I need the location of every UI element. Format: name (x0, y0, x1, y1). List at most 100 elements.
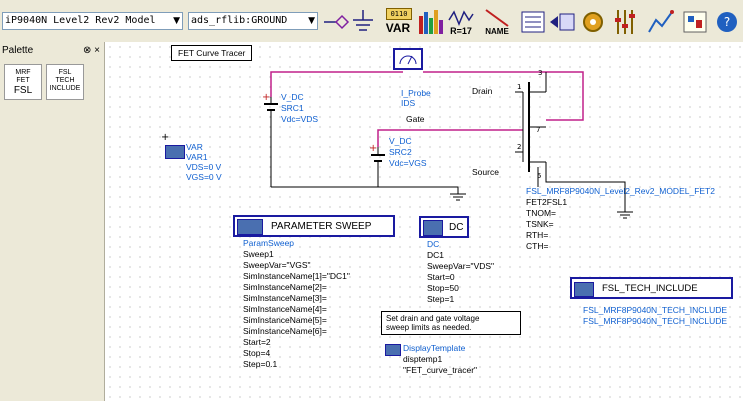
palette-item-line: TECH (55, 77, 75, 84)
sweep-line: SimInstanceName[5]= (243, 315, 327, 325)
src1-name: SRC1 (281, 103, 304, 113)
wire-icon (485, 9, 509, 27)
ammeter-icon (399, 55, 417, 65)
palette-item-line: MRF (15, 69, 31, 76)
palette-item-line: FSL (13, 85, 33, 96)
note-line: Set drain and gate voltage (386, 314, 480, 323)
tech-include-icon (574, 282, 594, 297)
src2-value: Vdc=VGS (389, 158, 427, 168)
var-vgs: VGS=0 V (186, 172, 222, 182)
dc-icon (423, 220, 443, 236)
var-name: VAR1 (186, 152, 208, 162)
simulate-gear-icon[interactable] (578, 6, 608, 38)
component-list-icon[interactable] (518, 6, 548, 38)
parameter-sweep-title: PARAMETER SWEEP (271, 221, 372, 232)
name-button[interactable]: NAME (480, 6, 514, 38)
sweep-line: SimInstanceName[4]= (243, 304, 327, 314)
palette-item-line: INCLUDE (49, 85, 81, 92)
note-line: sweep limits as needed. (386, 323, 472, 332)
dc-line: DC1 (427, 250, 445, 260)
source-label: Source (472, 167, 499, 177)
optimize-icon[interactable] (646, 6, 676, 38)
library-combo[interactable]: ads_rflib:GROUND ▼ (188, 12, 318, 30)
dc-line: Step=1 (427, 294, 455, 304)
drain-label: Drain (472, 86, 493, 96)
svg-text:3: 3 (538, 69, 542, 77)
var-top-label: 0110 (386, 8, 412, 20)
palette-item-fsl-tech-include[interactable]: FSL TECH INCLUDE (46, 64, 84, 100)
fet-instance: FET2FSL1 (526, 197, 568, 207)
sweep-line: ParamSweep (243, 238, 295, 248)
var-label: VAR (385, 21, 411, 35)
push-into-icon[interactable] (548, 6, 578, 38)
palette-item-line: FSL (58, 69, 72, 76)
fet-tsnk: TSNK= (526, 219, 554, 229)
fsl-tech-include-title: FSL_TECH_INCLUDE (602, 283, 698, 294)
svg-text:2: 2 (517, 143, 521, 151)
svg-text:+: + (161, 132, 169, 143)
r17-button[interactable]: R=17 (446, 6, 476, 38)
terminal-icon[interactable] (322, 6, 352, 38)
dc-line: Start=0 (427, 272, 455, 282)
model-combo-value: iP9040N Level2 Rev2 Model (5, 15, 156, 26)
tech-include-line: FSL_MRF8P9040N_TECH_INCLUDE (583, 316, 728, 326)
help-icon[interactable]: ? (712, 6, 742, 38)
svg-text:?: ? (724, 15, 730, 29)
svg-text:+: + (262, 92, 270, 103)
fet-curve-tracer-label: FET Curve Tracer (171, 45, 253, 61)
sweep-line: Stop=4 (243, 348, 271, 358)
display-template-type: DisplayTemplate (403, 343, 466, 353)
parameter-sweep-box[interactable]: PARAMETER SWEEP (233, 215, 395, 237)
sweep-line: Start=2 (243, 337, 271, 347)
sweep-line: Step=0.1 (243, 359, 278, 369)
iprobe-label: I_Probe (401, 88, 431, 98)
fet-tnom: TNOM= (526, 208, 556, 218)
src2-name: SRC2 (389, 147, 412, 157)
svg-text:7: 7 (536, 126, 540, 134)
palette-item-line: FET (16, 77, 30, 84)
sweep-line: SweepVar="VGS" (243, 260, 311, 270)
var-component-icon[interactable] (165, 145, 185, 159)
layout-icon[interactable] (680, 6, 710, 38)
palette-panel: Palette ⊗ × MRF FET FSL FSL TECH INCLUDE (0, 42, 105, 401)
iprobe-name: IDS (401, 98, 416, 108)
dc-sim-box[interactable]: DC (419, 216, 469, 238)
library-combo-value: ads_rflib:GROUND (191, 15, 288, 26)
fet-rth: RTH= (526, 230, 549, 240)
fsl-tech-include-box[interactable]: FSL_TECH_INCLUDE (570, 277, 733, 299)
palette-item-mrf-fet[interactable]: MRF FET FSL (4, 64, 42, 100)
palette-window-buttons[interactable]: ⊗ × (83, 45, 100, 56)
sweep-line: SimInstanceName[1]="DC1" (243, 271, 350, 281)
wave-icon (448, 10, 474, 26)
sweep-line: SimInstanceName[3]= (243, 293, 327, 303)
dc-line: Stop=50 (427, 283, 459, 293)
schematic-wires: + + 3 1 7 2 5 + (161, 69, 633, 219)
fet-model-name: FSL_MRF8P9040N_Level2_Rev2_MODEL_FET2 (526, 186, 715, 196)
r17-label: R=17 (450, 26, 472, 36)
svg-text:5: 5 (537, 172, 541, 180)
chevron-down-icon[interactable]: ▼ (173, 16, 180, 26)
iprobe-symbol[interactable] (393, 48, 423, 70)
ground-icon[interactable] (348, 6, 378, 38)
gate-label: Gate (406, 114, 425, 124)
svg-text:+: + (369, 143, 377, 154)
model-combo[interactable]: iP9040N Level2 Rev2 Model ▼ (2, 12, 183, 30)
data-display-icon[interactable] (416, 6, 446, 38)
sweep-line: Sweep1 (243, 249, 274, 259)
sweep-icon (237, 219, 263, 235)
dc-line: SweepVar="VDS" (427, 261, 495, 271)
src2-type: V_DC (389, 136, 412, 146)
var-type: VAR (186, 142, 203, 152)
display-template-value: "FET_curve_tracer" (403, 365, 478, 375)
schematic-canvas[interactable]: + + 3 1 7 2 5 + FET Curve Tracer (105, 42, 743, 401)
src1-value: Vdc=VDS (281, 114, 319, 124)
display-template-icon[interactable] (385, 344, 401, 356)
palette-title: Palette (2, 45, 34, 56)
name-label: NAME (485, 27, 509, 36)
var-vds: VDS=0 V (186, 162, 222, 172)
toolbar: iP9040N Level2 Rev2 Model ▼ ads_rflib:GR… (0, 0, 743, 43)
var-button[interactable]: 0110 VAR (384, 6, 414, 38)
chevron-down-icon[interactable]: ▼ (308, 16, 315, 26)
fet-cth: CTH= (526, 241, 549, 251)
tuning-icon[interactable] (610, 6, 640, 38)
